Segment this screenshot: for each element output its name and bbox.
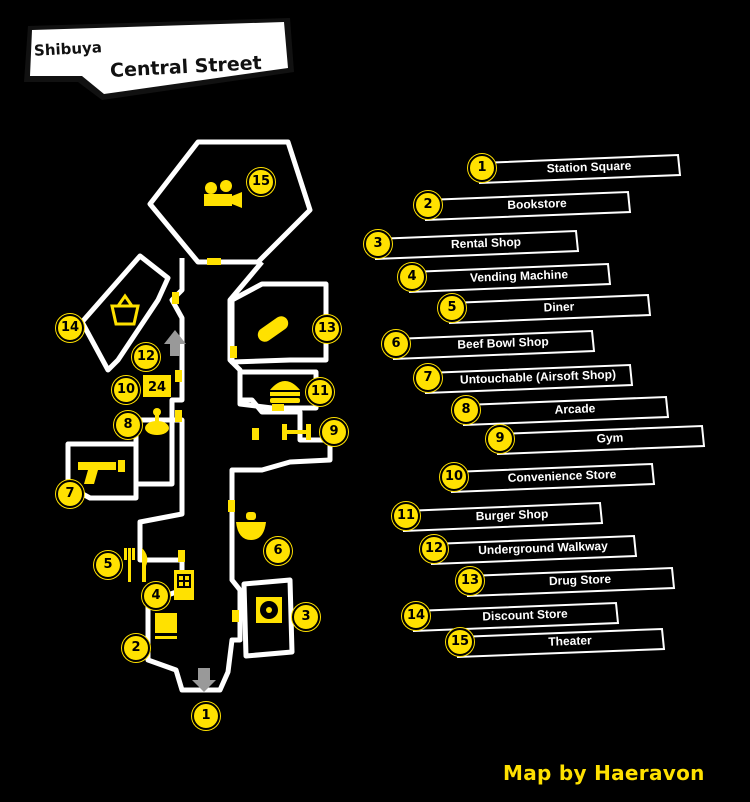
burger-icon xyxy=(270,381,300,403)
gun-icon xyxy=(78,462,116,484)
down-arrow-icon xyxy=(192,668,216,692)
legend-number-badge: 4 xyxy=(398,263,426,291)
airsoft-block xyxy=(65,441,139,501)
legend-number-badge: 7 xyxy=(414,364,442,392)
map-marker-15: 15 xyxy=(247,168,275,196)
legend-number-badge: 6 xyxy=(382,330,410,358)
map-marker-4: 4 xyxy=(142,582,170,610)
legend-number-badge: 1 xyxy=(468,154,496,182)
dumbbell-icon xyxy=(282,424,311,440)
map-marker-9: 9 xyxy=(320,418,348,446)
legend-number-badge: 11 xyxy=(392,502,420,530)
book-icon xyxy=(155,613,177,639)
legend-number-badge: 13 xyxy=(456,567,484,595)
basket-icon xyxy=(110,293,140,326)
map-marker-1: 1 xyxy=(192,702,220,730)
legend-number-badge: 8 xyxy=(452,396,480,424)
pill-icon xyxy=(257,316,289,342)
map-marker-11: 11 xyxy=(306,378,334,406)
projector-icon xyxy=(204,180,242,208)
bowl-icon xyxy=(236,512,266,540)
title-plate-shape xyxy=(24,18,294,100)
legend-number-badge: 5 xyxy=(438,294,466,322)
map-marker-2: 2 xyxy=(122,634,150,662)
rental-block xyxy=(241,577,295,659)
burger-block xyxy=(237,369,319,411)
map-marker-5: 5 xyxy=(94,551,122,579)
map-marker-3: 3 xyxy=(292,603,320,631)
24-sign-text: 24 xyxy=(148,380,166,395)
map-credit: Map by Haeravon xyxy=(503,761,705,785)
map-marker-12: 12 xyxy=(132,343,160,371)
legend-number-badge: 2 xyxy=(414,191,442,219)
map-marker-8: 8 xyxy=(114,411,142,439)
map-marker-6: 6 xyxy=(264,537,292,565)
legend-number-badge: 15 xyxy=(446,628,474,656)
map-title-plate: Shibuya Central Street xyxy=(22,12,294,104)
map-marker-13: 13 xyxy=(313,315,341,343)
map-marker-14: 14 xyxy=(56,314,84,342)
arcade-icon xyxy=(145,408,169,435)
map-marker-10: 10 xyxy=(112,376,140,404)
theater-block xyxy=(147,139,313,265)
legend-item-7: Untouchable (Airsoft Shop)7 xyxy=(414,363,636,395)
map-marker-7: 7 xyxy=(56,480,84,508)
up-arrow-icon xyxy=(164,330,186,356)
legend-number-badge: 14 xyxy=(402,602,430,630)
legend-number-badge: 9 xyxy=(486,425,514,453)
fork-knife-icon xyxy=(124,548,148,582)
legend-number-badge: 12 xyxy=(420,535,448,563)
arcade-block xyxy=(133,417,175,487)
legend-number-badge: 3 xyxy=(364,230,392,258)
disc-icon xyxy=(256,597,282,623)
drug-store-block xyxy=(229,281,329,365)
vending-machine-icon xyxy=(174,570,194,600)
discount-store-block xyxy=(79,253,171,373)
24-sign-icon: 24 xyxy=(143,375,171,397)
legend-number-badge: 10 xyxy=(440,463,468,491)
